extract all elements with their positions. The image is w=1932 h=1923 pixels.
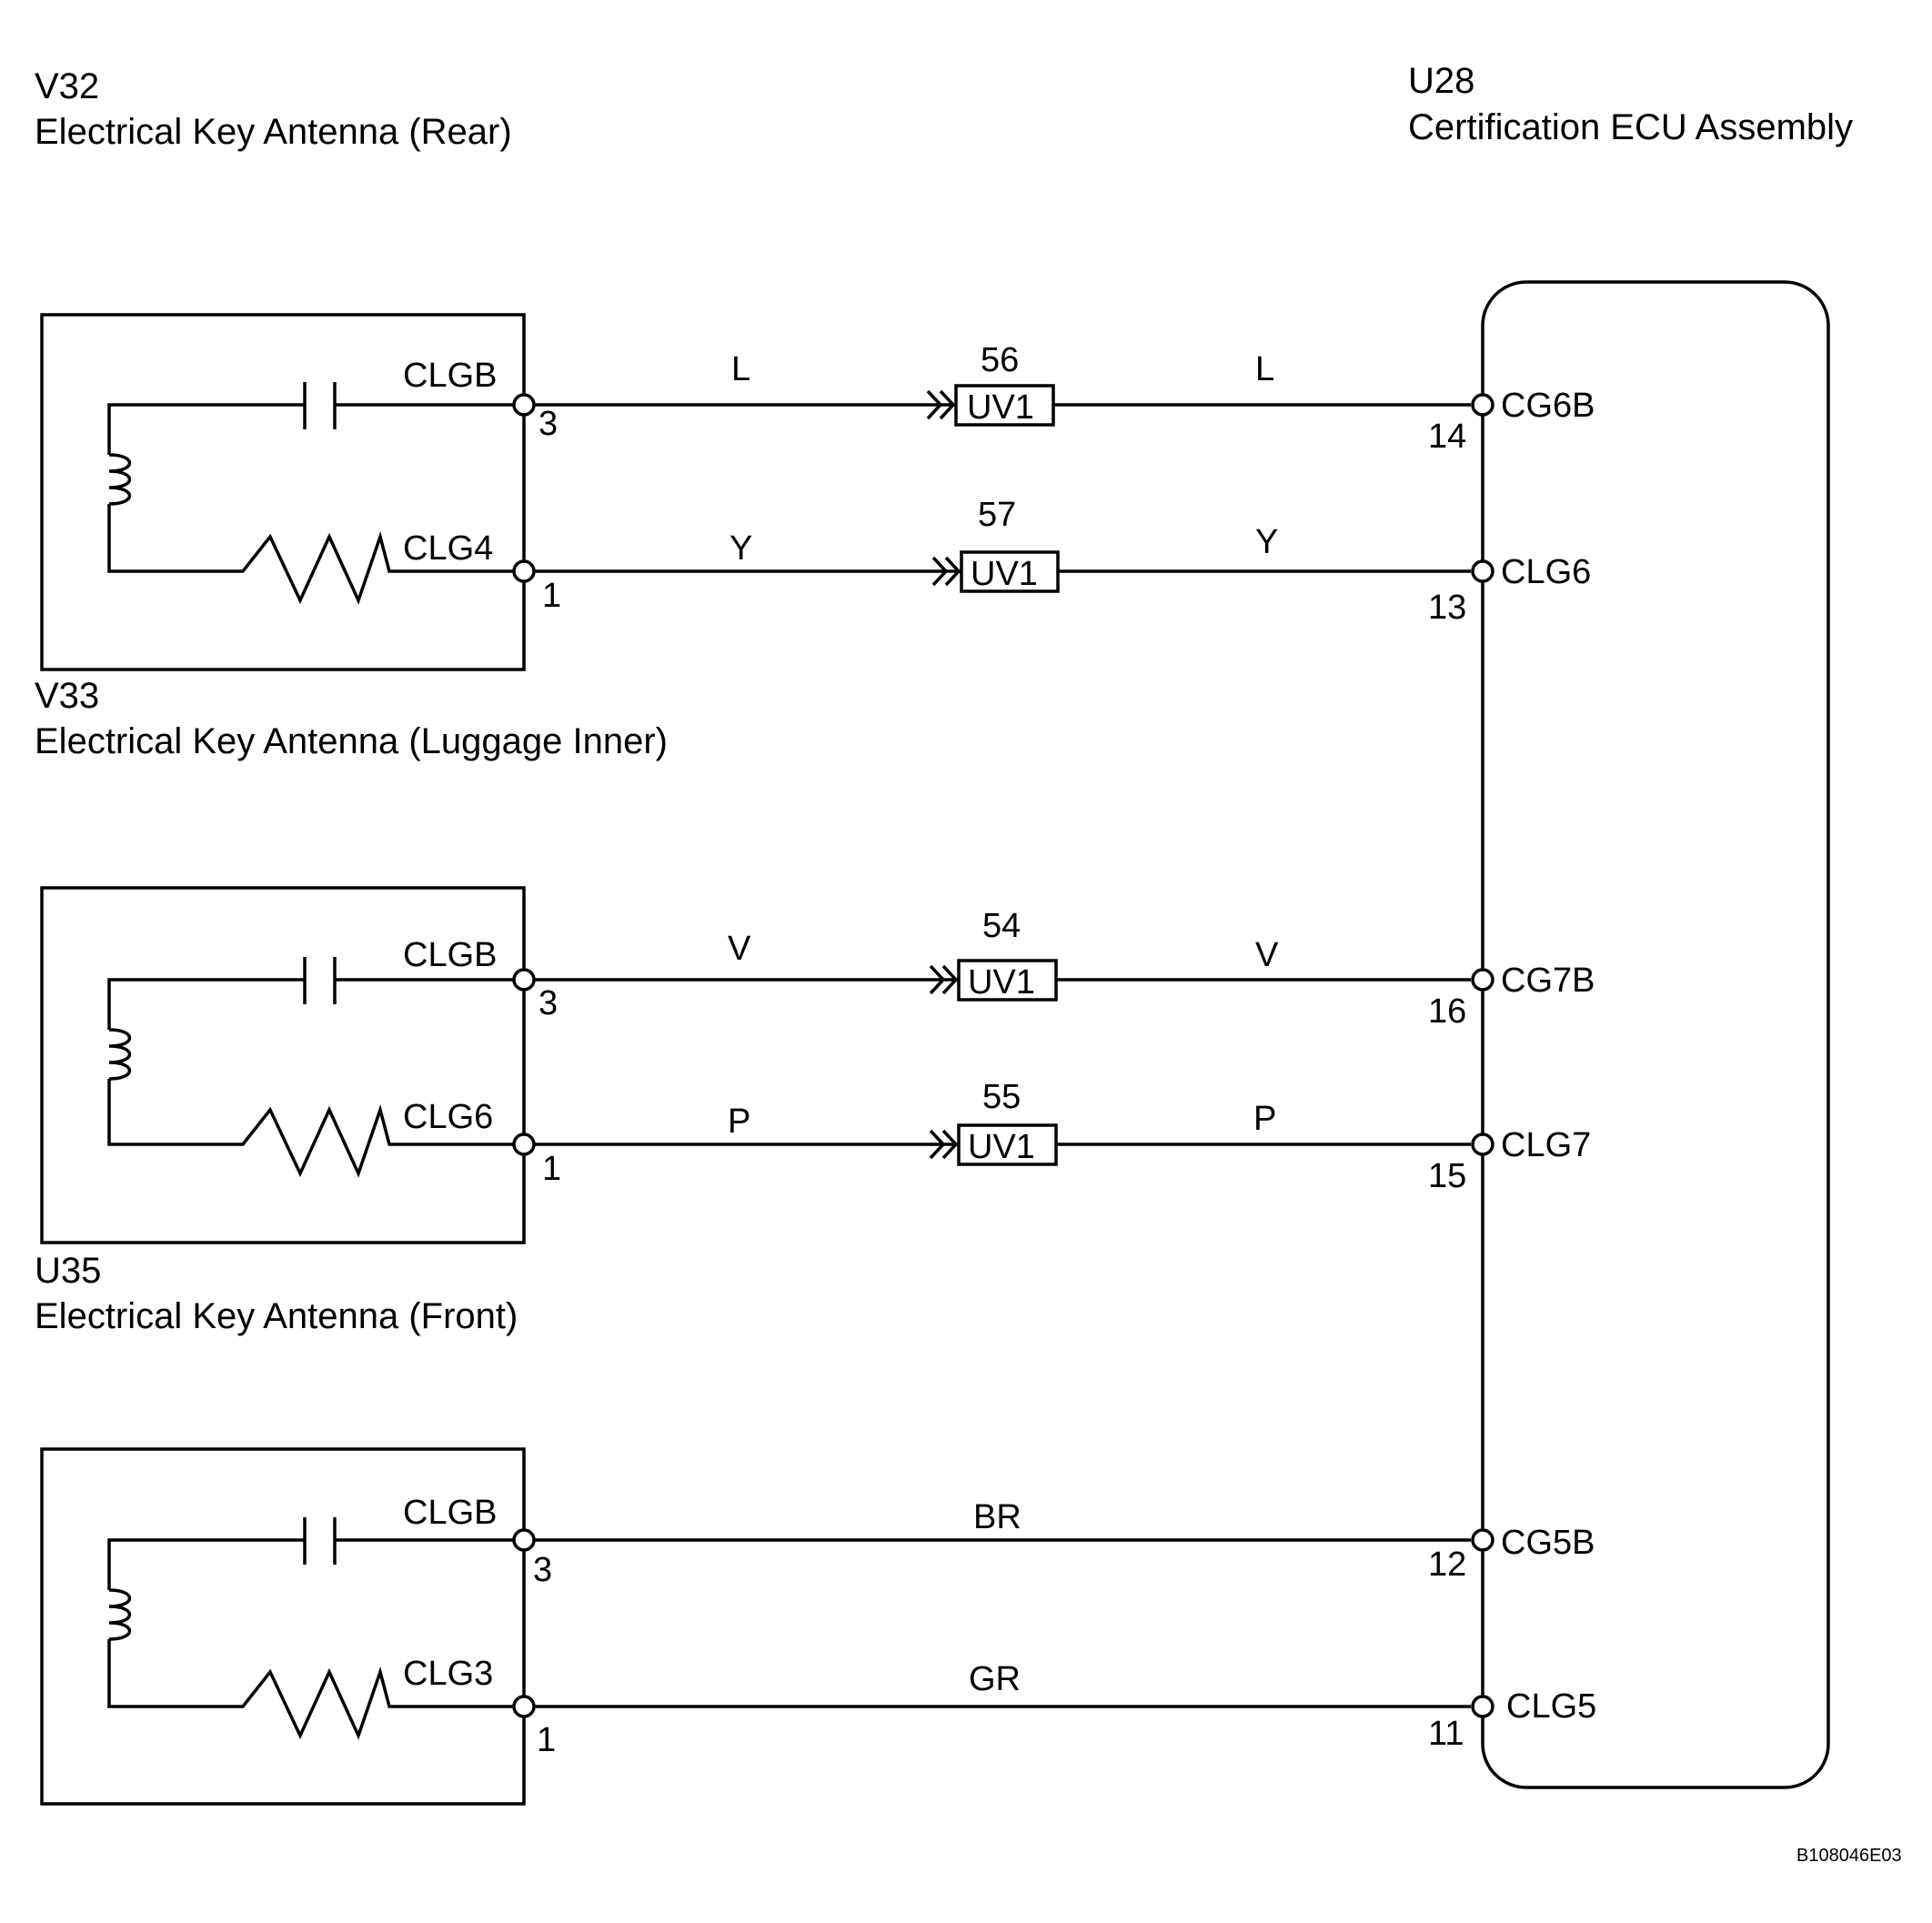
ecu-body [1481,280,1830,1789]
coil-icon [108,1588,131,1641]
wire-5-ecu-pin: 12 [1428,1545,1466,1584]
box1-top-pin: 3 [538,405,558,443]
antenna-box-front [40,1447,526,1806]
wire-1-ecu-signal: CG6B [1501,387,1595,425]
wire-1 [512,384,1494,427]
box3-bottom-pin: 1 [537,1721,556,1759]
v33-name: Electrical Key Antenna (Luggage Inner) [35,721,668,761]
u35-code: U35 [35,1251,101,1291]
wire-3-color-right: V [1255,936,1279,974]
wire-2-color-left: Y [730,529,752,568]
wire-4-ecu-pin: 15 [1428,1157,1466,1195]
wire-6-ecu-signal: CLG5 [1506,1687,1596,1726]
coil-icon [108,1028,131,1081]
wire-2 [512,550,1494,593]
wire-5-ecu-signal: CG5B [1501,1524,1595,1562]
wire-1-connector: UV1 [967,388,1034,427]
wire-3-connector-pin: 54 [982,907,1021,945]
wire-1-color-left: L [731,350,750,388]
wire-2-ecu-pin: 13 [1428,589,1466,627]
resistor-icon [227,1103,522,1178]
u35-name: Electrical Key Antenna (Front) [35,1296,518,1336]
wire-4-color-left: P [728,1102,750,1141]
resistor-icon [227,530,522,605]
box2-bottom-pin: 1 [542,1150,561,1188]
wire-2-color-right: Y [1255,523,1278,561]
wire-4-connector: UV1 [968,1128,1035,1166]
wire-2-connector: UV1 [971,555,1038,593]
u28-name: Certification ECU Assembly [1408,107,1853,147]
wire-3 [512,959,1494,1002]
box2-bottom-signal: CLG6 [403,1098,493,1136]
box3-bottom-signal: CLG3 [403,1655,493,1693]
wire-1-connector-pin: 56 [981,341,1019,379]
box1-bottom-pin: 1 [542,577,561,615]
wire-2-ecu-signal: CLG6 [1501,553,1591,591]
v33-code: V33 [35,676,99,716]
wire-6 [512,1695,1494,1718]
wire-6-ecu-pin: 11 [1428,1715,1464,1753]
wire-2-connector-pin: 57 [978,496,1016,534]
resistor-icon [227,1666,522,1740]
wire-4-connector-pin: 55 [982,1078,1021,1116]
coil-icon [108,453,131,506]
wire-4-color-right: P [1253,1100,1276,1138]
wire-1-ecu-pin: 14 [1428,418,1466,456]
wire-4-ecu-signal: CLG7 [1501,1126,1591,1164]
wire-4 [512,1123,1494,1166]
wire-3-ecu-signal: CG7B [1501,962,1595,1000]
wire-6-color: GR [969,1660,1021,1698]
box2-top-pin: 3 [538,984,558,1022]
v32-code: V32 [35,66,99,106]
wire-3-ecu-pin: 16 [1428,992,1466,1031]
wire-5-color: BR [973,1498,1021,1536]
box1-bottom-signal: CLG4 [403,529,493,568]
box3-top-pin: 3 [533,1551,552,1589]
wire-5 [512,1528,1494,1552]
u28-code: U28 [1408,61,1474,101]
v32-name: Electrical Key Antenna (Rear) [35,112,512,152]
antenna-box-rear [40,313,526,671]
figure-reference: B108046E03 [1796,1846,1902,1866]
box3-top-signal: CLGB [403,1494,497,1532]
wire-3-connector: UV1 [968,963,1035,1002]
box2-top-signal: CLGB [403,936,497,974]
box1-top-signal: CLGB [403,357,497,395]
wire-3-color-left: V [728,930,751,968]
antenna-box-luggage-inner [40,886,526,1244]
wire-1-color-right: L [1255,350,1274,388]
